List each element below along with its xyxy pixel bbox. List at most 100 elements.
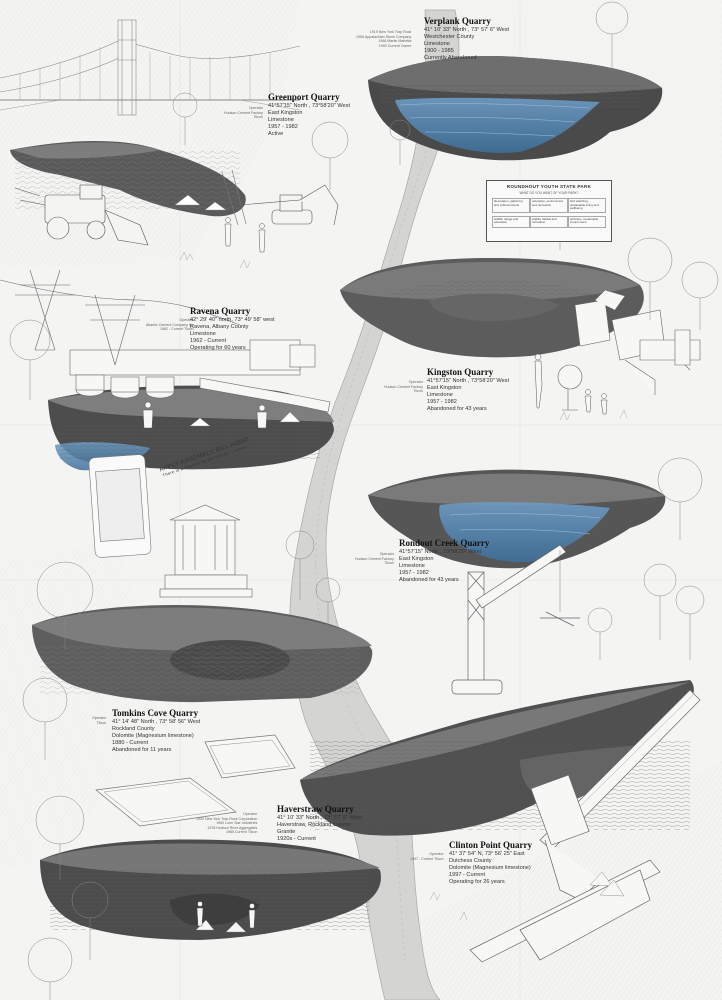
quarry-status: Currently Abandoned: [424, 55, 477, 61]
quarry-status: Operating for 60 years: [190, 345, 246, 351]
quarry-coords: 41° 10' 33" North , 73° 57' 6" West: [424, 27, 510, 33]
label-kingston: Kingston Quarry 41°57'15" North , 73°58'…: [427, 367, 509, 413]
quarry-name: Ravena Quarry: [190, 306, 251, 316]
operator-line: 1985 Current Tilcon: [225, 830, 258, 834]
operators-kingston: Operator Hudson Cement Factory Tilcon: [384, 380, 423, 394]
sediment-trays: [95, 734, 296, 827]
operator-line: Hudson Cement Factory: [224, 110, 263, 115]
operators-haverstraw: Operator 1920 New York Trap Rock Corpora…: [196, 812, 257, 835]
quarry-years: 1997 - Current: [449, 872, 486, 878]
sign-cell: wildlife refuge and education: [492, 215, 530, 228]
quarry-county: East Kingston: [427, 385, 462, 391]
quarry-material: Granite: [277, 829, 296, 835]
sign-cell: activities, sustainable environment: [568, 215, 606, 228]
quarry-years: 1920s - Current: [277, 836, 316, 842]
quarry-years: 1957 - 1982: [399, 570, 429, 576]
rondout-quarry-island: [368, 469, 666, 695]
operators-rondout: Operator Hudson Cement Factory Tilcon: [355, 552, 394, 566]
quarry-coords: 41° 37' 54" N, 73° 56' 25" East: [449, 851, 525, 857]
quarry-name: Rondout Creek Quarry: [399, 538, 490, 548]
operator-line: Operator: [429, 852, 444, 856]
sign-subtitle: WHAT DO YOU WANT OF YOUR PARK?: [519, 191, 579, 195]
quarry-status: Active: [268, 131, 284, 137]
quarry-years: 1957 - 1982: [268, 124, 298, 130]
park-sign: ROUNDHOUT YOUTH STATE PARK WHAT DO YOU W…: [486, 180, 612, 242]
operator-line: Hudson Cement Factory: [384, 384, 423, 389]
operators-tomkins: Operator Tilcon: [92, 716, 106, 725]
quarry-name: Greenport Quarry: [268, 92, 340, 102]
phone-drawing: [88, 454, 152, 558]
label-tomkins: Tomkins Cove Quarry 41° 14' 48" North , …: [112, 708, 200, 754]
operator-line: Operator: [379, 552, 394, 556]
quarry-name: Haverstraw Quarry: [277, 804, 354, 814]
operator-line: Tilcon: [413, 389, 423, 393]
quarry-years: 1900 - 1985: [424, 48, 454, 54]
quarry-status: Operating for 26 years: [449, 879, 505, 885]
quarry-material: Limestone: [190, 331, 216, 337]
tree-sketches: [9, 1, 719, 1000]
sign-title: ROUNDHOUT YOUTH STATE PARK: [506, 184, 592, 189]
quarry-county: Rockland County: [112, 726, 155, 732]
operators-ravena: Operator Atlantic Cement Company Inc 196…: [146, 318, 194, 332]
label-clinton-point: Clinton Point Quarry 41° 37' 54" N, 73° …: [449, 840, 532, 886]
sign-cell: bird watching, sustainable living and we…: [568, 198, 606, 213]
operator-line: 1990 Current Owner: [378, 43, 412, 48]
quarry-name: Verplank Quarry: [424, 16, 491, 26]
operator-line: Hudson Cement Factory: [355, 556, 394, 561]
quarry-years: 1962 - Current: [190, 338, 227, 344]
operator-line: 1978 Hudson River Aggregates: [207, 825, 258, 830]
operator-line: Tilcon: [384, 561, 394, 565]
park-furniture: [557, 289, 701, 411]
operator-line: Operator: [408, 380, 423, 384]
quarry-coords: 41°57'15" North , 73°58'20" West: [427, 378, 510, 384]
operator-line: 1962 - Current Tilcon: [159, 327, 194, 331]
operator-line: Atlantic Cement Company Inc: [146, 322, 194, 327]
operators-verplank: 1919 New York Trap Rock 1956 Appalachian…: [356, 30, 411, 48]
label-greenport: Greenport Quarry 41°57'15" North , 73°58…: [268, 92, 350, 138]
quarry-coords: 41° 14' 48" North , 73° 58' 56" West: [112, 719, 201, 725]
quarry-status: Abandoned for 11 years: [112, 747, 172, 753]
bridge-drawing: [0, 19, 301, 116]
operator-line: 1960 Lone Star Industries: [216, 821, 258, 825]
haverstraw-quarry-island: [40, 839, 381, 940]
quarry-county: Ravena, Albany County: [190, 324, 249, 330]
operator-line: Tilcon: [253, 115, 263, 119]
operator-line: Operator: [179, 318, 194, 322]
operator-line: 1956 Appalachian Stone Company: [356, 34, 412, 39]
operators-greenport: Operator Hudson Cement Factory Tilcon: [224, 106, 263, 120]
operator-line: 1997 - Current Tilcon: [410, 856, 444, 861]
quarry-county: Haverstraw, Rockland County: [277, 822, 351, 828]
quarry-material: Limestone: [399, 563, 425, 569]
kingston-quarry-island: [340, 258, 644, 358]
quarry-name: Tomkins Cove Quarry: [112, 708, 199, 718]
tomkins-quarry-island: [32, 605, 373, 703]
label-verplank: Verplank Quarry 41° 10' 33" North , 73° …: [424, 16, 509, 62]
quarry-county: Westchester County: [424, 34, 475, 40]
quarry-material: Limestone: [268, 117, 294, 123]
people-figures: [142, 217, 608, 929]
verplank-quarry-island: [368, 56, 663, 161]
operator-line: 1920 New York Trap Rock Corporation: [196, 816, 258, 821]
quarry-coords: 41°57'15" North , 73°58'20" West: [399, 549, 482, 555]
quarry-material: Dolomite (Magnesium limestone): [112, 733, 194, 739]
quarry-status: Abandoned for 43 years: [399, 577, 459, 583]
sign-cell: education, environment and recreation: [530, 198, 568, 213]
quarry-years: 1880 - Current: [112, 740, 149, 746]
operator-line: 1968 Martin Marietta: [378, 39, 412, 43]
quarry-coords: 42° 29' 40" north, 73° 49' 58" west: [190, 317, 275, 323]
clinton-quarry-island: [300, 680, 701, 963]
sign-cell: Recreation, gathering and cultural event…: [492, 198, 530, 213]
quarry-coords: 41° 10' 33" North , 73° 57' 6" West: [277, 815, 363, 821]
quarry-county: Dutchess County: [449, 858, 492, 864]
quarry-material: Limestone: [424, 41, 450, 47]
sign-cell: wildlife habitat and recreation: [530, 215, 568, 228]
operator-line: Operator: [248, 106, 263, 110]
quarry-years: 1957 - 1982: [427, 399, 457, 405]
operator-line: Operator: [92, 716, 107, 720]
label-haverstraw: Haverstraw Quarry 41° 10' 33" North , 73…: [277, 804, 362, 843]
greenport-quarry-island: [10, 140, 339, 246]
label-ravena: Ravena Quarry 42° 29' 40" north, 73° 49'…: [190, 306, 275, 352]
quarry-material: Dolomite (Magnesium limestone): [449, 865, 531, 871]
